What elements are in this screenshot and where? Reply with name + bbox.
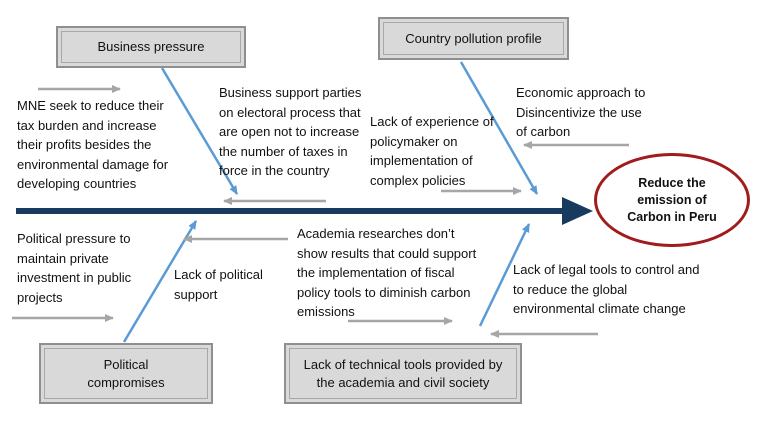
cause-lack-legal-tools: Lack of legal tools to control and to re… <box>513 262 700 316</box>
cause-economic-approach: Economic approach to Disincentivize the … <box>516 85 646 139</box>
cause-mne-tax-burden: MNE seek to reduce their tax burden and … <box>17 98 169 191</box>
category-lack-technical-tools-label: Lack of technical tools provided by the … <box>303 356 503 390</box>
cause-lack-experience-policymaker: Lack of experience of policymaker on imp… <box>370 114 494 188</box>
category-country-pollution-profile: Country pollution profile <box>378 17 569 60</box>
bone-business <box>160 67 239 195</box>
category-business-pressure: Business pressure <box>56 26 246 68</box>
effect-reduce-carbon-emission: Reduce the emission of Carbon in Peru <box>594 153 750 247</box>
bone-pollution <box>459 61 539 195</box>
bone-technical <box>478 223 531 327</box>
cause-business-support-parties: Business support parties on electoral pr… <box>219 85 362 178</box>
category-political-compromises: Political compromises <box>39 343 213 404</box>
cause-political-pressure: Political pressure to maintain private i… <box>17 231 132 305</box>
category-political-compromises-label: Political compromises <box>87 356 165 390</box>
cause-lack-political-support: Lack of political support <box>174 267 263 302</box>
spine-arrowhead <box>562 197 593 225</box>
cause-academia-researches: Academia researches don’t show results t… <box>297 226 477 319</box>
category-country-pollution-profile-label: Country pollution profile <box>405 30 542 46</box>
category-business-pressure-label: Business pressure <box>97 39 205 55</box>
category-lack-technical-tools: Lack of technical tools provided by the … <box>284 343 522 404</box>
